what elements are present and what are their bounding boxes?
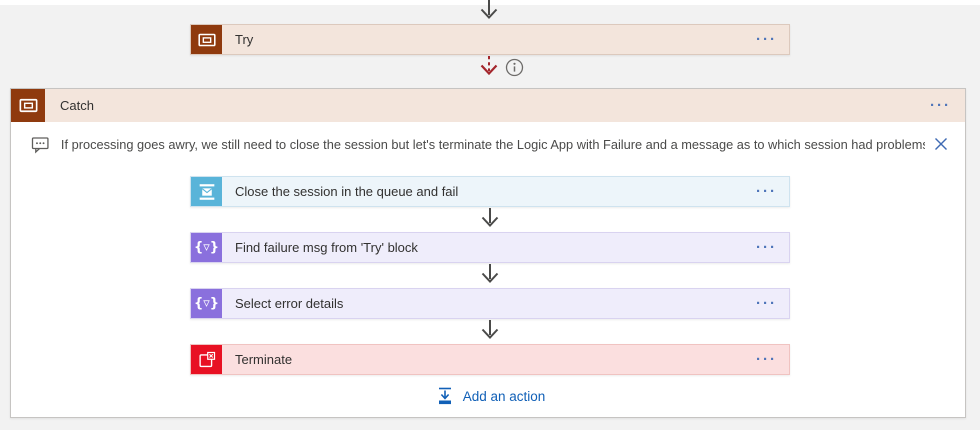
run-after-failed-connector-arrow	[480, 56, 498, 76]
comment-bubble-icon	[31, 136, 49, 153]
connector-arrow	[481, 208, 499, 227]
action-label: Find failure msg from 'Try' block	[235, 240, 418, 255]
try-scope-card[interactable]: Try ···	[190, 24, 790, 55]
comment-close-button[interactable]	[933, 136, 949, 152]
try-scope-label: Try	[235, 32, 254, 47]
connector-arrow	[481, 264, 499, 283]
action-card-close-session[interactable]: Close the session in the queue and fail …	[190, 176, 790, 207]
filter-array-icon: {▿}	[191, 233, 222, 262]
insert-action-icon	[438, 387, 451, 405]
close-icon	[935, 138, 947, 150]
action-card-terminate[interactable]: Terminate ···	[190, 344, 790, 375]
add-action-label: Add an action	[462, 388, 546, 404]
connector-arrow-into-try	[480, 0, 498, 19]
action-menu-button[interactable]: ···	[756, 183, 777, 200]
action-label: Select error details	[235, 296, 344, 311]
action-label: Close the session in the queue and fail	[235, 184, 459, 199]
action-menu-button[interactable]: ···	[756, 239, 777, 256]
scope-icon	[11, 89, 45, 122]
catch-scope-container: Catch ··· If processing goes awry, we st…	[10, 88, 966, 418]
action-menu-button[interactable]: ···	[756, 351, 777, 368]
service-bus-icon	[191, 177, 222, 206]
scope-comment-text: If processing goes awry, we still need t…	[60, 136, 925, 152]
action-card-select-error-details[interactable]: {▿} Select error details ···	[190, 288, 790, 319]
action-label: Terminate	[235, 352, 293, 367]
action-card-find-failure-msg[interactable]: {▿} Find failure msg from 'Try' block ··…	[190, 232, 790, 263]
select-data-operation-icon: {▿}	[191, 289, 222, 318]
try-menu-button[interactable]: ···	[756, 31, 777, 48]
terminate-icon	[191, 345, 222, 374]
run-after-info-icon[interactable]	[505, 58, 524, 77]
action-menu-button[interactable]: ···	[756, 295, 777, 312]
catch-scope-label: Catch	[60, 98, 94, 113]
scope-icon	[191, 25, 222, 54]
add-action-button[interactable]: Add an action	[190, 383, 790, 409]
scope-comment: If processing goes awry, we still need t…	[31, 132, 949, 156]
connector-arrow	[481, 320, 499, 339]
catch-menu-button[interactable]: ···	[930, 97, 951, 114]
catch-scope-header[interactable]: Catch ···	[11, 89, 965, 122]
